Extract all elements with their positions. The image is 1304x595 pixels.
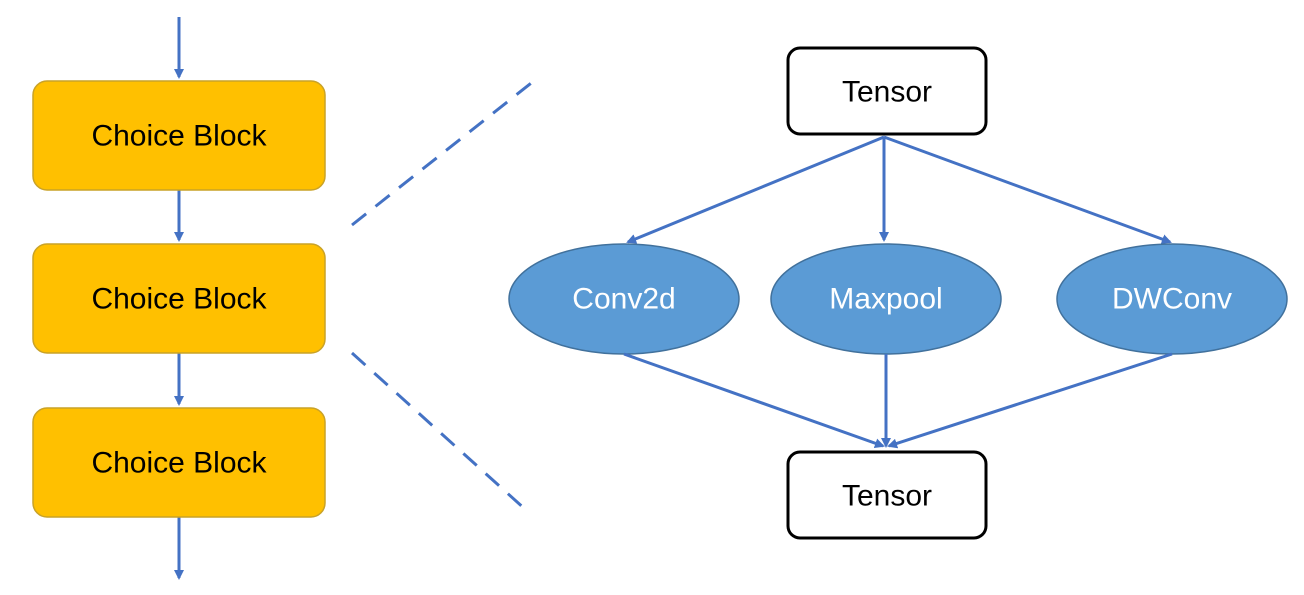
fan-in-arrows (623, 352, 1173, 449)
choice-block: Choice Block (32, 243, 326, 354)
output-tensor-box: Tensor (786, 450, 988, 540)
operation-label: Conv2d (572, 283, 675, 316)
operation-label: Maxpool (829, 283, 942, 316)
arrow-to-dwconv (883, 135, 1172, 244)
expansion-dashed-line-bottom (350, 351, 528, 512)
operation-label: DWConv (1112, 283, 1232, 316)
choice-block-label: Choice Block (91, 283, 267, 316)
operation-conv2d: Conv2d (508, 243, 740, 355)
choice-block-label: Choice Block (91, 447, 267, 480)
arrow-from-conv2d (623, 352, 885, 449)
choice-block: Choice Block (32, 407, 326, 518)
fan-out-arrows (626, 135, 1172, 244)
arrow-to-conv2d (626, 135, 885, 244)
choice-block: Choice Block (32, 80, 326, 191)
arrow-from-dwconv (887, 352, 1173, 449)
input-tensor-label: Tensor (842, 76, 932, 109)
operation-dwconv: DWConv (1056, 243, 1288, 355)
output-tensor-label: Tensor (842, 480, 932, 513)
expansion-dashed-line-top (351, 78, 536, 227)
operation-maxpool: Maxpool (770, 243, 1002, 355)
choice-block-label: Choice Block (91, 120, 267, 153)
input-tensor-box: Tensor (786, 46, 988, 136)
